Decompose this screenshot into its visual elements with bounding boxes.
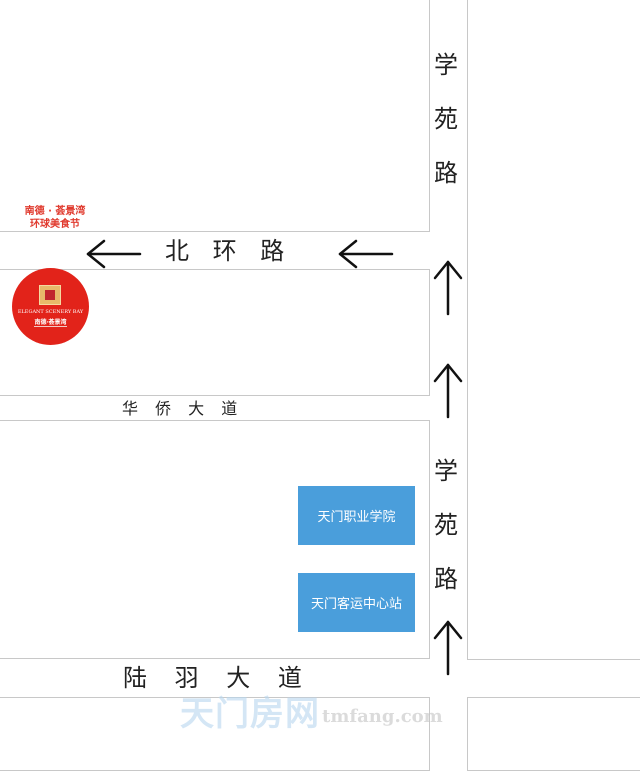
watermark-domain: tmfang.com: [322, 706, 443, 727]
poi-vocational-college[interactable]: 天门职业学院: [298, 486, 415, 545]
block-top-right: [467, 0, 640, 660]
event-annotation: 南德 · 荟景湾 环球美食节: [10, 205, 100, 231]
road-label-char: 苑: [434, 511, 458, 539]
road-label-char: 路: [434, 159, 458, 187]
road-label-north-ring: 北 环 路: [165, 237, 293, 265]
road-label-char: 路: [434, 565, 458, 593]
arrow-left-icon: [86, 239, 142, 269]
block-top-left: [0, 0, 430, 232]
event-annotation-line2: 环球美食节: [30, 219, 80, 230]
road-label-char: 学: [434, 51, 458, 79]
road-label-luyu: 陆 羽 大 道: [123, 664, 312, 692]
arrow-up-icon: [433, 260, 463, 316]
poi-label: 天门职业学院: [317, 510, 396, 525]
arrow-up-icon: [433, 363, 463, 419]
logo-mark-icon: [39, 285, 61, 305]
block-bottom-left: [0, 697, 430, 771]
site-watermark: 天门房网 tmfang.com: [180, 694, 443, 734]
road-label-char: 学: [434, 457, 458, 485]
logo-chinese-text: 南德·荟景湾: [34, 319, 67, 326]
event-annotation-line1: 南德 · 荟景湾: [24, 206, 86, 217]
watermark-chinese: 天门房网: [180, 694, 320, 734]
road-label-xueyuan-upper: 学 苑 路: [434, 38, 458, 200]
brand-logo[interactable]: ELEGANT SCENERY BAY 南德·荟景湾: [12, 268, 89, 345]
road-label-char: 苑: [434, 105, 458, 133]
road-label-xueyuan-lower: 学 苑 路: [434, 444, 458, 606]
arrow-left-icon: [338, 239, 394, 269]
poi-bus-station[interactable]: 天门客运中心站: [298, 573, 415, 632]
arrow-up-icon: [433, 620, 463, 676]
poi-label: 天门客运中心站: [310, 597, 402, 612]
logo-english-text: ELEGANT SCENERY BAY: [17, 309, 84, 315]
road-label-huaqiao: 华 侨 大 道: [122, 399, 244, 418]
logo-divider: [34, 326, 67, 327]
